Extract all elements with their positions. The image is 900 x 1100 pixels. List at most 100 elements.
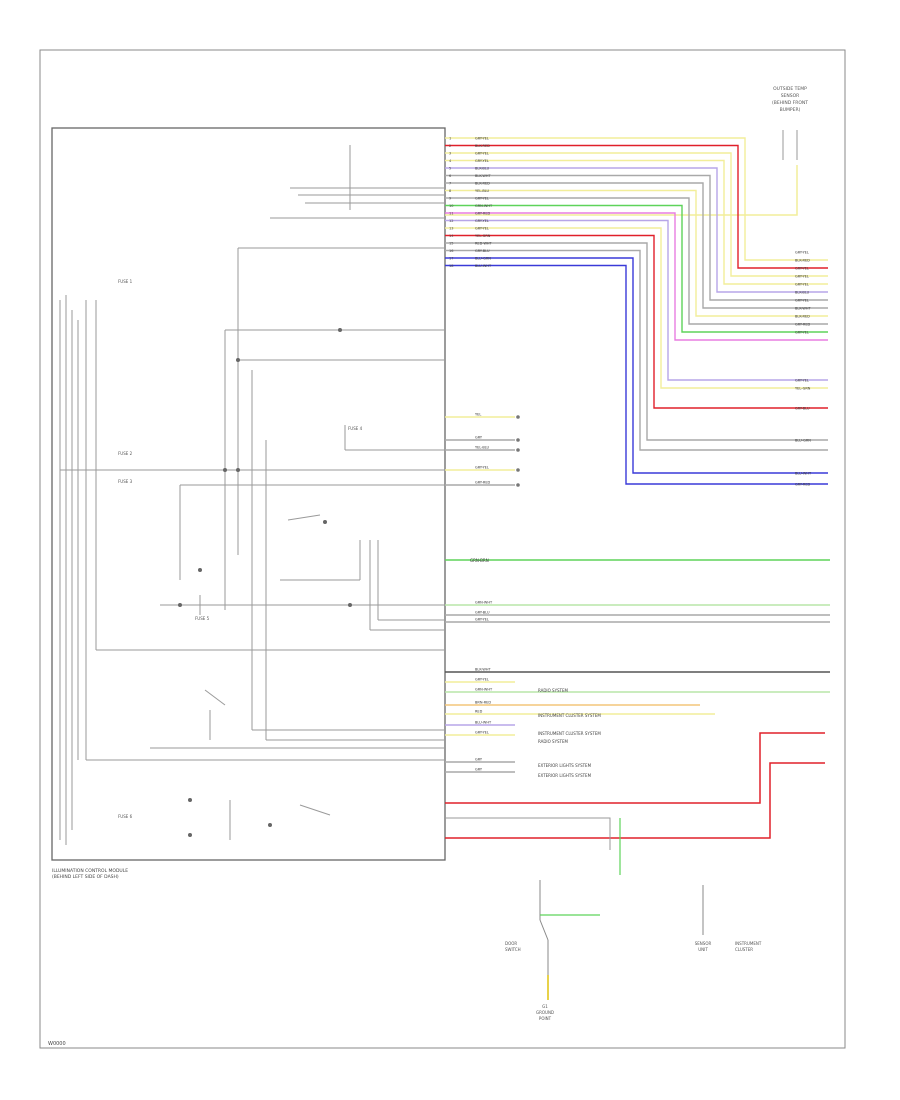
svg-text:BUMPER): BUMPER): [780, 107, 801, 113]
right-edge-label: GRY-YEL: [795, 283, 809, 287]
pin-number: 8: [449, 189, 451, 193]
system-references: RADIO SYSTEM INSTRUMENT CLUSTER SYSTEM I…: [538, 688, 601, 778]
top-wire: [445, 137, 828, 261]
wire-code: GRY: [475, 758, 483, 762]
pin-number: 5: [449, 167, 451, 171]
bottom-wire-group: GRN-WHTGRY-BLUGRY-YELBLK-WHTGRY-YELGRN-W…: [445, 601, 830, 773]
pin-number: 13: [449, 227, 453, 231]
wire-code: GRY-YEL: [475, 219, 489, 223]
module-junction-dots: [178, 328, 352, 837]
system-ref: EXTERIOR LIGHTS SYSTEM: [538, 763, 592, 768]
fuse-label: FUSE 2: [118, 451, 133, 456]
page-code: W0000: [48, 1041, 66, 1047]
pin-number: 18: [449, 264, 453, 268]
pin-number: 2: [449, 144, 451, 148]
wire-code: BLK-WHT: [475, 174, 491, 178]
wire-code: BLU-WHT: [475, 264, 492, 268]
svg-text:G1: G1: [542, 1004, 548, 1009]
top-wire: [445, 234, 828, 409]
top-wire-bundle: [445, 137, 828, 485]
sensor-unit-label: SENSOR UNIT: [695, 941, 712, 952]
wire-code: GRY-YEL: [475, 137, 489, 141]
svg-text:GROUND: GROUND: [536, 1010, 554, 1015]
top-wire: [445, 219, 828, 381]
svg-text:INSTRUMENT: INSTRUMENT: [735, 941, 762, 946]
svg-text:UNIT: UNIT: [698, 947, 708, 952]
connector-dot: [516, 483, 520, 487]
svg-text:SENSOR: SENSOR: [781, 93, 800, 99]
bottom-gray-wire: [445, 817, 611, 850]
top-wire: [445, 182, 828, 309]
fuse-labels: FUSE 1 FUSE 2 FUSE 3 FUSE 4 FUSE 5 FUSE …: [118, 279, 363, 819]
right-edge-label: GRY-YEL: [795, 331, 809, 335]
wire-code: GRN-WHT: [475, 204, 493, 208]
right-edge-label: GRY-RED: [795, 323, 811, 327]
svg-text:(BEHIND FRONT: (BEHIND FRONT: [772, 100, 808, 106]
wire-code: GRY-YEL: [475, 152, 489, 156]
ground-label: G1 GROUND POINT: [536, 1004, 554, 1021]
top-wire: [445, 204, 828, 333]
right-edge-label: GRY-YEL: [795, 299, 809, 303]
wire-code: BLK-RED: [475, 144, 490, 148]
wire-code: RED: [475, 710, 483, 714]
top-wire: [445, 264, 828, 485]
pin-number: 16: [449, 249, 453, 253]
right-edge-label: GRY-BLU: [795, 407, 810, 411]
top-wire: [445, 227, 828, 389]
bottom-red-wires: [445, 732, 825, 839]
door-switch-label: DOOR: [505, 941, 517, 946]
top-wire: [445, 152, 828, 277]
connector-dot: [516, 448, 520, 452]
sensor-wire: [445, 165, 798, 216]
right-edge-label: BLK-WHT: [795, 307, 811, 311]
pin-number: 14: [449, 234, 454, 238]
wire-code: YEL-BLU: [475, 189, 490, 193]
svg-text:SWITCH: SWITCH: [505, 947, 521, 952]
pin-number: 9: [449, 197, 451, 201]
fuse-label: FUSE 4: [348, 426, 363, 431]
pin-number: 6: [449, 174, 451, 178]
wire-code: BLK-BLU: [475, 167, 490, 171]
right-edge-label: GRY-YEL: [795, 267, 809, 271]
green-wire-code: GRN-BRN: [470, 558, 489, 563]
wire-code: BLU-WHT: [475, 721, 492, 725]
pin-number: 11: [449, 212, 453, 216]
right-edge-label: BLK-RED: [795, 259, 810, 263]
pin-number: 3: [449, 152, 451, 156]
right-edge-label: GRY-RED: [795, 483, 811, 487]
wire-code: GRY-YEL: [475, 227, 489, 231]
system-ref: EXTERIOR LIGHTS SYSTEM: [538, 773, 592, 778]
wire-code: GRY: [475, 768, 483, 772]
right-edge-label: BLU-GRN: [795, 439, 811, 443]
right-edge-label: BLK-BLU: [795, 291, 810, 295]
pin-number: 1: [449, 137, 451, 141]
pin-number: 4: [449, 159, 452, 163]
module-internal-lines: [59, 145, 445, 845]
wire-code: RED-WHT: [475, 242, 493, 246]
wire-code: GRY-RED: [475, 212, 491, 216]
wire-code: BLU-GRN: [475, 257, 491, 261]
wire-code: GRN-WHT: [475, 688, 493, 692]
svg-text:OUTSIDE TEMP: OUTSIDE TEMP: [773, 86, 807, 92]
system-ref: RADIO SYSTEM: [538, 739, 569, 744]
top-wire: [445, 257, 828, 474]
wire-code: GRY-YEL: [475, 197, 489, 201]
right-edge-label: GRY-YEL: [795, 275, 809, 279]
wire-code: YEL-BLU: [475, 446, 490, 450]
wire-code: GRY-BLU: [475, 249, 490, 253]
top-wire: [445, 212, 828, 341]
right-edge-label: GRY-YEL: [795, 251, 809, 255]
right-edge-label: GRY-YEL: [795, 379, 809, 383]
top-wire: [445, 197, 828, 325]
connector-dot: [516, 468, 520, 472]
pin-number: 15: [449, 242, 453, 246]
system-ref: INSTRUMENT CLUSTER SYSTEM: [538, 731, 601, 736]
module-location: (BEHIND LEFT SIDE OF DASH): [52, 874, 119, 880]
wire-code: YEL: [475, 413, 481, 417]
wire-code: GRY-BLU: [475, 611, 490, 615]
wire-code: BLK-WHT: [475, 668, 491, 672]
top-wire: [445, 167, 828, 293]
fuse-label: FUSE 3: [118, 479, 133, 484]
